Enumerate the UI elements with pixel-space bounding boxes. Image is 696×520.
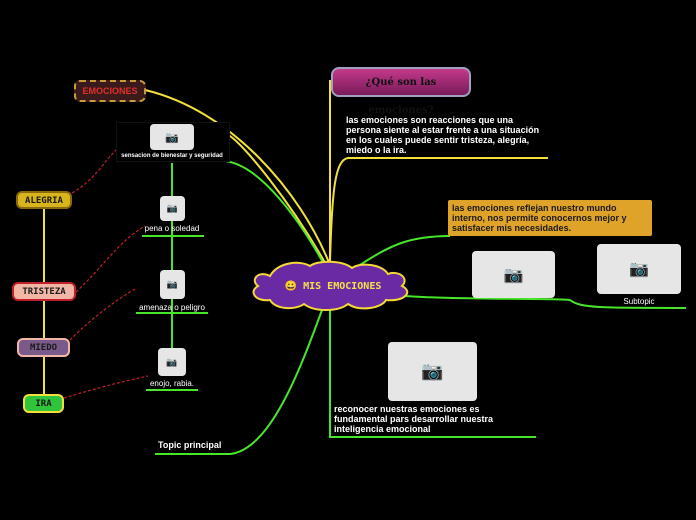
alegria-meaning-label: sensacion de bienestar y seguridad xyxy=(121,153,223,159)
alegria-pill[interactable]: ALEGRIA xyxy=(16,191,72,209)
question-pill[interactable]: ¿Qué son las emociones? xyxy=(331,67,471,116)
camera-icon: 📷 xyxy=(503,266,524,284)
image-placeholder-1: 📷 xyxy=(472,251,555,298)
ira-meaning-label[interactable]: enojo, rabia. xyxy=(149,379,195,388)
camera-icon: 📷 xyxy=(165,131,179,144)
image-placeholder-3: 📷 xyxy=(388,342,477,401)
definition-text[interactable]: las emociones son reacciones que una per… xyxy=(346,115,540,155)
smile-emoji: 😀 xyxy=(284,281,298,292)
camera-icon: 📷 xyxy=(421,361,444,381)
recognize-text[interactable]: reconocer nuestras emociones es fundamen… xyxy=(334,404,494,434)
camera-icon: 📷 xyxy=(629,261,649,278)
subtopic-label[interactable]: Subtopic xyxy=(623,297,655,306)
alegria-image: 📷 xyxy=(150,124,194,150)
ira-pill[interactable]: IRA xyxy=(23,394,64,413)
emociones-label[interactable]: EMOCIONES xyxy=(74,80,146,102)
central-topic-label: 😀 MIS EMOCIONES xyxy=(284,281,382,292)
tristeza-meaning-label[interactable]: pena o soledad xyxy=(144,224,200,233)
tristeza-pill[interactable]: TRISTEZA xyxy=(12,282,76,301)
reflect-text: las emociones reflejan nuestro mundo int… xyxy=(452,203,627,233)
camera-icon: 📷 xyxy=(166,279,179,289)
tristeza-image: 📷 xyxy=(160,196,185,221)
miedo-pill[interactable]: MIEDO xyxy=(17,338,70,357)
ira-image: 📷 xyxy=(158,348,186,376)
image-placeholder-2: 📷 xyxy=(597,244,681,294)
camera-icon: 📷 xyxy=(166,356,178,367)
reflect-box[interactable] xyxy=(448,200,652,236)
miedo-image: 📷 xyxy=(160,270,185,299)
central-topic[interactable] xyxy=(248,258,412,312)
camera-icon: 📷 xyxy=(166,203,179,213)
miedo-meaning-label[interactable]: amenaza o peligro xyxy=(139,303,205,312)
topic-principal-label[interactable]: Topic principal xyxy=(158,440,222,450)
